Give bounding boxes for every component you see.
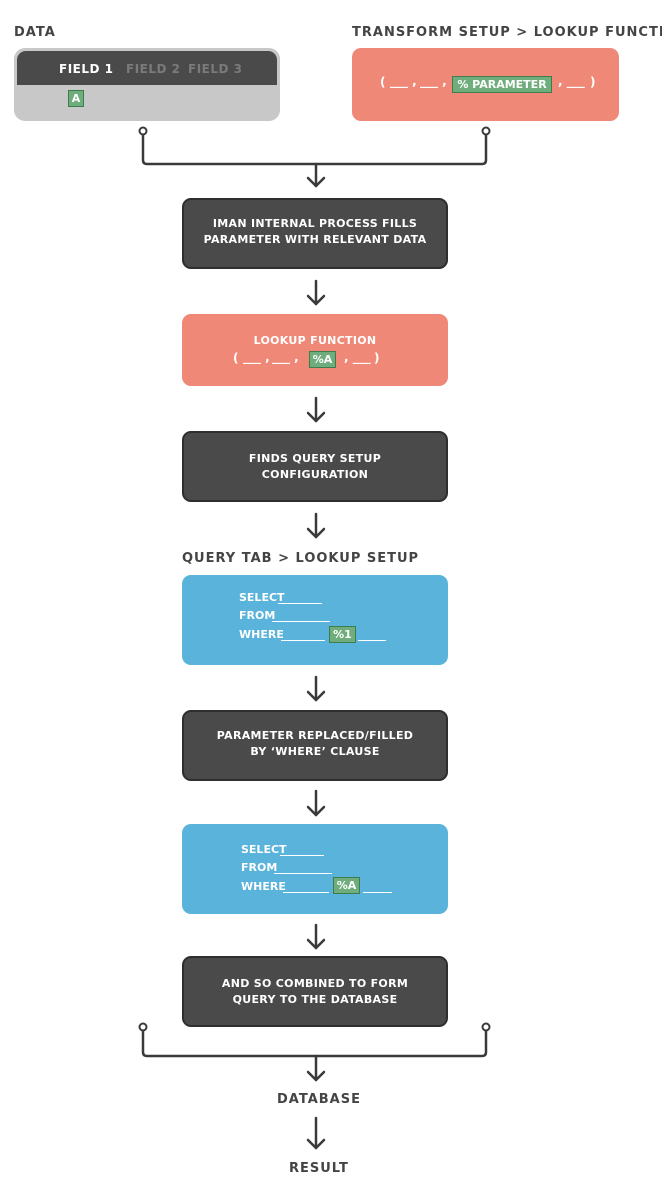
parameter-tag: % PARAMETER: [452, 76, 552, 93]
arrow-head: [306, 176, 326, 188]
blank-argument-2: ___ ,: [420, 74, 447, 88]
sql-from: FROM: [239, 609, 276, 622]
connector-dot: [481, 1022, 491, 1032]
blank-argument-3: , ___: [558, 74, 585, 88]
blank-underline: [272, 621, 330, 622]
sql-select: SELECT: [239, 591, 285, 604]
parameter-replaced-line-1: PARAMETER REPLACED/FILLED: [216, 729, 414, 742]
lookup-function-title: LOOKUP FUNCTION: [253, 334, 377, 347]
lookup-function-box: LOOKUP FUNCTION ( ___ , ___ , %A , ___ ): [182, 314, 448, 386]
filled-value-tag: %A: [333, 877, 360, 894]
blank-underline: [281, 640, 325, 641]
internal-process-line-2: PARAMETER WITH RELEVANT DATA: [203, 233, 427, 246]
internal-process-box: IMAN INTERNAL PROCESS FILLS PARAMETER WI…: [182, 198, 448, 269]
heading-query-tab: QUERY TAB > LOOKUP SETUP: [182, 551, 420, 566]
combined-query-line-2: QUERY TO THE DATABASE: [232, 993, 398, 1006]
blank-underline: [280, 855, 324, 856]
parameter-replaced-line-2: BY ‘WHERE’ CLAUSE: [250, 745, 380, 758]
query-parameter-tag: %1: [329, 626, 356, 643]
field-3-tab[interactable]: FIELD 3: [188, 62, 243, 76]
query-setup-box: SELECT FROM WHERE %1: [182, 575, 448, 665]
merge-connector-top: [141, 132, 488, 166]
blank-underline: [363, 892, 392, 893]
connector-dot: [481, 126, 491, 136]
blank-underline: [283, 892, 329, 893]
blank-argument-2: ___ ,: [272, 350, 299, 364]
merge-connector-bottom: [141, 1029, 488, 1058]
close-paren: ): [590, 75, 596, 89]
transform-lookup-box: ( ___ , ___ , % PARAMETER , ___ ): [352, 48, 619, 121]
data-field-header: FIELD 1 FIELD 2 FIELD 3: [17, 51, 277, 85]
open-paren: (: [380, 75, 386, 89]
heading-data: DATA: [14, 25, 56, 40]
connector-dot: [138, 126, 148, 136]
finds-query-line-2: CONFIGURATION: [261, 468, 369, 481]
heading-transform-setup: TRANSFORM SETUP > LOOKUP FUNCTION: [352, 25, 662, 40]
sql-from: FROM: [241, 861, 278, 874]
blank-underline: [358, 640, 386, 641]
blank-argument-1: ___ ,: [243, 350, 270, 364]
database-label: DATABASE: [277, 1092, 361, 1107]
data-panel: FIELD 1 FIELD 2 FIELD 3 A: [14, 48, 280, 121]
blank-underline: [274, 873, 332, 874]
field-1-tab[interactable]: FIELD 1: [59, 62, 114, 76]
blank-underline: [278, 603, 322, 604]
parameter-replaced-box: PARAMETER REPLACED/FILLED BY ‘WHERE’ CLA…: [182, 710, 448, 781]
blank-argument-3: , ___: [344, 350, 371, 364]
combined-query-box: AND SO COMBINED TO FORM QUERY TO THE DAT…: [182, 956, 448, 1027]
internal-process-line-1: IMAN INTERNAL PROCESS FILLS: [212, 217, 418, 230]
close-paren: ): [374, 351, 380, 365]
result-label: RESULT: [289, 1161, 349, 1176]
open-paren: (: [233, 351, 239, 365]
combined-query-line-1: AND SO COMBINED TO FORM: [221, 977, 409, 990]
connector-dot: [138, 1022, 148, 1032]
sql-where: WHERE: [241, 880, 286, 893]
blank-argument-1: ___ ,: [390, 74, 417, 88]
query-filled-box: SELECT FROM WHERE %A: [182, 824, 448, 914]
value-tag: %A: [309, 351, 336, 368]
sql-select: SELECT: [241, 843, 287, 856]
data-value-tag: A: [68, 90, 84, 107]
field-2-tab[interactable]: FIELD 2: [126, 62, 181, 76]
finds-query-box: FINDS QUERY SETUP CONFIGURATION: [182, 431, 448, 502]
sql-where: WHERE: [239, 628, 284, 641]
finds-query-line-1: FINDS QUERY SETUP: [248, 452, 382, 465]
